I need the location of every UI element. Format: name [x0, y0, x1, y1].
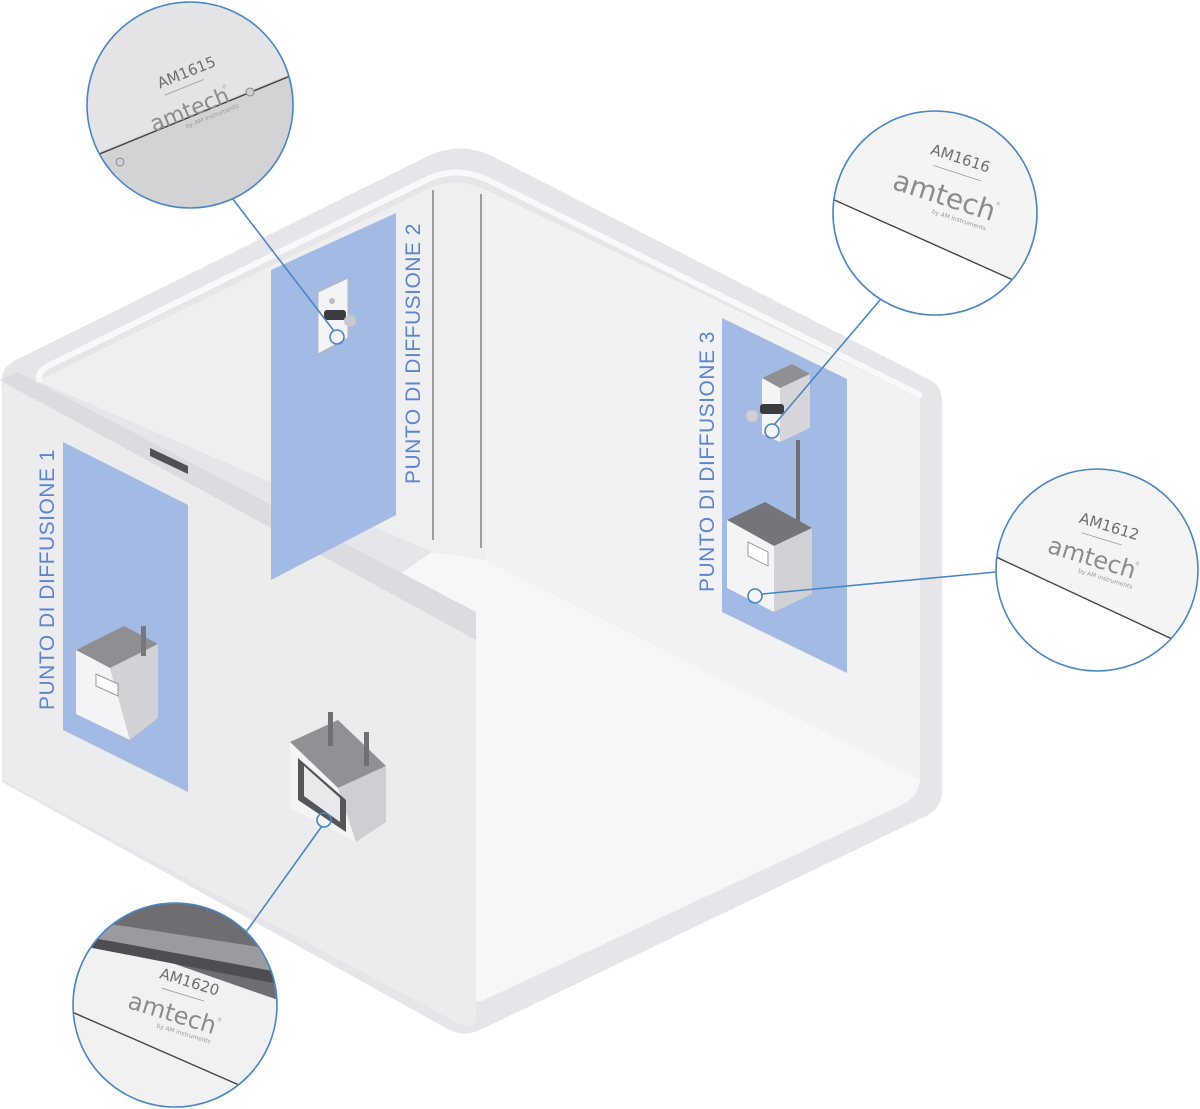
callout-am1612: AM1612 amtech ® by AM instruments [995, 468, 1199, 672]
device-front [290, 712, 386, 842]
brand-reg: ® [221, 83, 228, 91]
zone-label-2: PUNTO DI DIFFUSIONE 2 [402, 223, 425, 484]
device-zone-1 [76, 626, 158, 740]
wall-sensor [150, 448, 188, 474]
zone-panel-2 [271, 213, 396, 580]
brand-reg: ® [995, 200, 1002, 208]
zone-label-1: PUNTO DI DIFFUSIONE 1 [36, 449, 59, 710]
wall-rim [36, 169, 924, 399]
zone-label-3: PUNTO DI DIFFUSIONE 3 [696, 331, 719, 592]
callout-am1616: AM1616 amtech ® by AM instruments [832, 110, 1038, 316]
brand-reg: ® [1134, 560, 1141, 568]
leader-lines [228, 193, 997, 933]
front-wall-top-edge [0, 372, 476, 640]
callout-am1615: AM1615 amtech ® by AM instruments [86, 1, 294, 209]
callout-am1620: AM1620 amtech ® by AM instruments [72, 902, 278, 1108]
device-zone-3-lower [727, 502, 812, 612]
device-zone-2 [317, 277, 356, 355]
floor [382, 552, 920, 1002]
brand-reg: ® [216, 1016, 223, 1024]
